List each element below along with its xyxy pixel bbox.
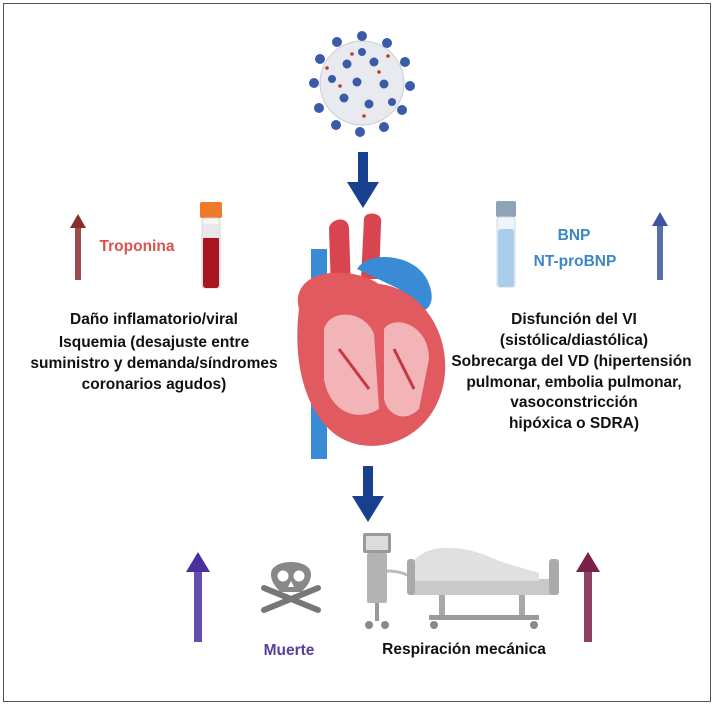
arrow-up-icon: [186, 552, 210, 642]
blood-tube-blue-icon: [496, 201, 516, 288]
left-line-4: coronarios agudos): [81, 376, 227, 393]
ventilation-label: Respiración mecánica: [382, 641, 546, 658]
right-line-2: (sistólica/diastólica): [499, 332, 649, 349]
left-line-1: Daño inflamatorio/viral: [70, 311, 238, 328]
right-line-4: pulmonar, embolia pulmonar,: [466, 374, 682, 391]
arrow-up-icon: [70, 214, 86, 280]
blood-tube-red-icon: [200, 202, 222, 289]
skull-crossbones-icon: [261, 562, 321, 613]
right-line-3: Sobrecarga del VD (hipertensión: [451, 353, 692, 370]
arrow-up-icon: [652, 212, 668, 280]
bnp-label: BNP: [557, 227, 591, 244]
arrow-down-icon: [352, 466, 384, 522]
ventilator-bed-icon: [363, 533, 559, 629]
virus-icon: [309, 31, 415, 137]
left-line-3: suministro y demanda/síndromes: [30, 355, 278, 372]
left-line-2: Isquemia (desajuste entre: [58, 334, 250, 351]
right-line-5: vasoconstricción: [510, 394, 638, 411]
death-label: Muerte: [263, 642, 315, 659]
right-line-1: Disfunción del VI: [511, 311, 637, 328]
troponin-label: Troponina: [99, 238, 175, 255]
nt-probnp-label: NT-proBNP: [533, 253, 617, 270]
figure-frame: Troponina BNP NT-proBNP Daño inflamatori…: [3, 3, 711, 702]
arrow-up-icon: [576, 552, 600, 642]
right-line-6: hipóxica o SDRA): [508, 415, 640, 432]
arrow-down-icon: [347, 152, 379, 208]
heart-icon: [297, 213, 446, 459]
